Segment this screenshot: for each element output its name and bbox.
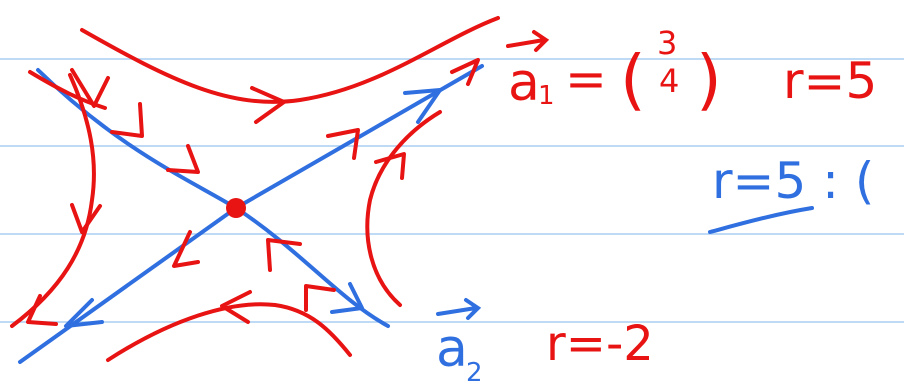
- flow-arrow-a2-bottomright: [304, 284, 336, 312]
- a2-eigenvalue: r=-2: [546, 316, 654, 372]
- eigenvector-a2-arrowhead: [330, 282, 364, 314]
- cutoff-note-text: r=5 : (: [712, 152, 874, 210]
- a2-subscript: 2: [466, 358, 483, 385]
- trajectory-topleft-arrow: [70, 68, 110, 108]
- trajectory-left: [10, 73, 96, 328]
- trajectory-upperright-arrow: [450, 58, 480, 86]
- trajectory-bottom: [106, 302, 352, 362]
- trajectory-top: [80, 16, 500, 104]
- a1-equals: =: [565, 50, 607, 108]
- trajectory-left-arrow: [70, 203, 102, 234]
- a1-matrix-close: ): [696, 41, 722, 118]
- ruled-lines: [0, 58, 904, 323]
- flow-arrow-lower-a2: [266, 238, 302, 272]
- trajectory-right-arrow: [374, 152, 406, 180]
- a1-subscript: 1: [538, 81, 555, 111]
- trajectory-top-arrow: [250, 86, 286, 124]
- a2-letter: a: [436, 319, 468, 379]
- trajectory-right: [365, 110, 442, 307]
- a1-matrix-top: 3: [657, 24, 677, 62]
- a1-matrix-open: (: [620, 41, 646, 118]
- flow-arrow-upper-a2: [110, 102, 144, 138]
- trajectory-curves: [10, 16, 500, 362]
- a1-matrix-bottom: 4: [659, 62, 679, 100]
- trajectory-left-cusp: [28, 70, 107, 110]
- flow-arrow-lower-a1: [172, 230, 200, 268]
- a1-eigenvalue: r=5: [783, 52, 877, 110]
- flow-arrow-upper-a1: [326, 128, 360, 160]
- origin-point: [226, 198, 246, 218]
- trajectory-bottomleft-arrow: [26, 294, 58, 326]
- a1-letter: a: [508, 53, 540, 113]
- eigenvector-a1-arrowhead-upper: [403, 88, 442, 124]
- flow-arrow-mid-a2: [166, 144, 200, 174]
- trajectory-bottom-arrow: [220, 290, 252, 324]
- a2-vector-arrow-mark: [436, 298, 482, 320]
- label-vector-a1: a 1 = ( 3 4 ) r=5: [508, 24, 877, 118]
- cutoff-note-underline: [708, 206, 814, 234]
- a1-vector-arrow-mark: [506, 30, 550, 52]
- label-cutoff-note: r=5 : (: [712, 152, 874, 210]
- label-vector-a2: a 2 r=-2: [436, 316, 654, 385]
- eigenvector-a1-arrowhead-lower: [64, 298, 104, 328]
